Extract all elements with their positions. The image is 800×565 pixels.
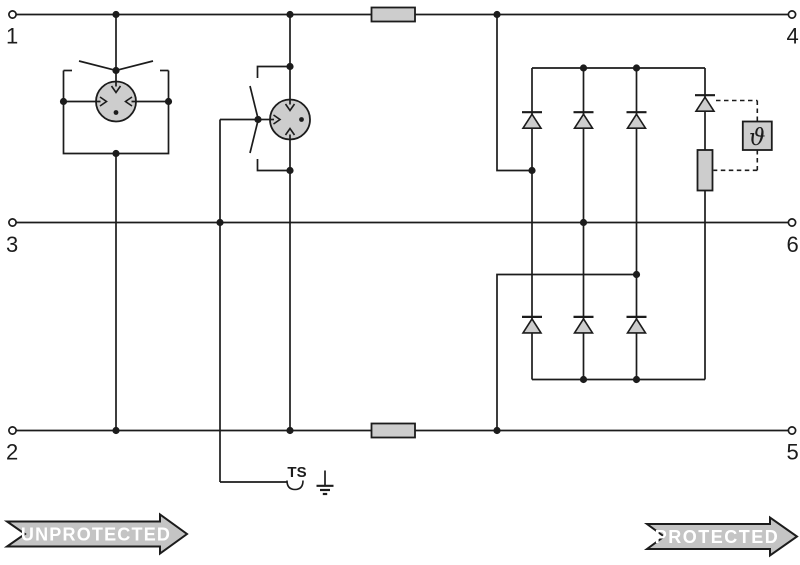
terminal-1 [8,10,17,19]
junction-dot [286,62,294,71]
diode-icon [520,315,544,334]
gas-discharge-tube-icon-center [220,14,311,431]
junction-dot [112,10,120,19]
junction-dot [286,166,294,175]
sensor-box [741,120,773,151]
junction-dot [112,426,120,435]
gdt-center-dot [113,110,119,115]
junction-dot [286,426,294,435]
diode-icon [572,315,595,334]
junction-dot [59,97,68,106]
wire-segment [496,14,532,172]
disconnect-switch-icon [78,60,116,72]
junction-dot [579,64,588,72]
earth-ground-icon [316,470,334,496]
arrow-up-icon [284,127,296,136]
protected-label: PROTECTED [655,527,780,547]
theta-label: ϑ [749,125,765,151]
ts-contact-icon [286,480,304,491]
terminal-label-3: 3 [6,232,18,257]
terminal-5 [787,426,797,435]
fuse-icon-bottom [370,422,416,439]
unprotected-label: UNPROTECTED [21,525,171,545]
arrow-right-icon [273,114,282,125]
junction-dot [216,218,224,227]
junction-dot [286,10,294,19]
wire-segment [496,273,637,431]
thermal-fuse-icon [696,149,714,192]
junction-dot [112,66,120,75]
junction-dot [632,375,641,384]
junction-dot [632,64,641,72]
terminal-4 [787,10,797,19]
disconnect-switch-icon [249,85,259,119]
junction-dot [493,426,501,435]
junction-dot [493,10,501,19]
terminal-6 [787,218,797,227]
flow-arrow-icon-protected: PROTECTED [643,515,799,558]
gdt-body [269,98,311,141]
arrow-down-icon [110,85,122,94]
terminal-3 [8,218,17,227]
junction-dot [579,218,588,227]
diode-icon [625,315,648,334]
diode-icon [572,111,595,130]
ts-label: TS [287,464,306,481]
disconnect-switch-icon [116,60,154,72]
ts-branch: TS [219,119,334,496]
arrow-down-icon [284,103,296,112]
terminal-label-2: 2 [6,440,18,465]
flow-arrow-icon-unprotected: UNPROTECTED [3,512,189,556]
diode-icon [693,94,717,113]
junction-dot [254,115,262,124]
junction-dot [579,375,588,384]
terminal-label-1: 1 [6,24,18,49]
thermal-sensor-icon: ϑ [713,99,773,172]
junction-dot [112,149,120,158]
junction-dot [528,166,536,175]
junction-dot [164,97,173,106]
fuse-icon-top [370,6,416,23]
diode-icon [625,111,648,130]
disconnect-switch-icon [249,120,259,154]
gas-discharge-tube-icon-left [59,14,173,431]
junction-dot [632,270,641,279]
terminal-2 [8,426,17,435]
gdt-center-dot [299,117,304,122]
arrow-right-icon [99,96,108,107]
switch-bracket-top [256,65,290,78]
terminal-label-6: 6 [787,232,799,257]
terminal-label-5: 5 [787,440,799,465]
switch-bracket-bottom [256,159,290,172]
diode-icon [520,111,544,130]
terminal-label-4: 4 [787,24,799,49]
arrow-left-icon [124,96,133,107]
gdt-body [95,80,137,123]
